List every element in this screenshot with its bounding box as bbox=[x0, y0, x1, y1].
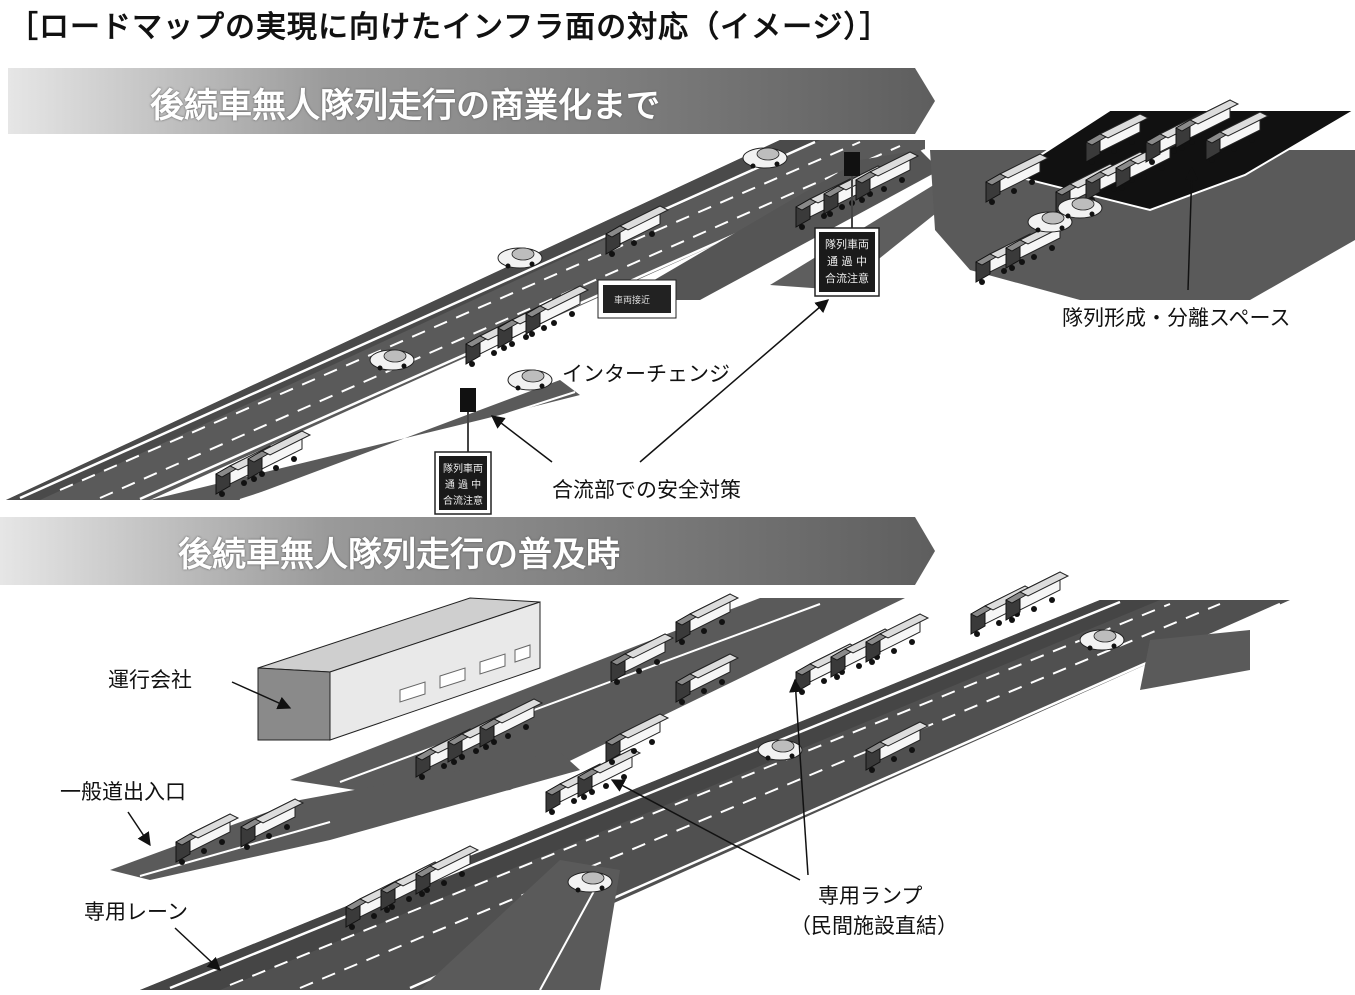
merge-sign-lower bbox=[434, 451, 492, 515]
arrow-ramp-2 bbox=[610, 779, 801, 881]
arrow-operator bbox=[231, 681, 292, 710]
vms-sign-text: 車両接近 bbox=[614, 294, 650, 306]
top-banner: 後続車無人隊列走行の商業化まで bbox=[150, 68, 660, 136]
page-title: ［ロードマップの実現に向けたインフラ面の対応（イメージ）］ bbox=[8, 10, 891, 45]
merge-sign-upper bbox=[814, 227, 880, 297]
bottom-banner: 後続車無人隊列走行の普及時 bbox=[178, 517, 620, 585]
label-dedicated-ramp-2: （民間施設直結） bbox=[790, 914, 958, 938]
merge-sign-upper-line1: 隊列車両 bbox=[825, 237, 869, 251]
label-operator: 運行会社 bbox=[108, 668, 192, 692]
merge-sign-lower-line2: 通 過 中 bbox=[445, 478, 481, 491]
car bbox=[507, 369, 553, 391]
car bbox=[1079, 629, 1125, 651]
signal-post-lower bbox=[460, 388, 476, 455]
car bbox=[757, 739, 803, 761]
top-banner-shape bbox=[8, 68, 935, 134]
car bbox=[567, 871, 613, 893]
arrow-dedicated-lane bbox=[174, 927, 221, 971]
label-general-road: 一般道出入口 bbox=[60, 780, 186, 804]
merge-sign-upper-line2: 通 過 中 bbox=[827, 255, 867, 268]
operator-building bbox=[257, 597, 541, 741]
arrow-merge-lower bbox=[490, 415, 553, 463]
arrow-general-road bbox=[127, 811, 151, 847]
arrow-merge-upper bbox=[639, 299, 830, 463]
car bbox=[497, 247, 543, 269]
arrow-formation bbox=[1184, 166, 1199, 291]
signal-post-upper bbox=[844, 152, 860, 230]
merge-sign-upper-line3: 合流注意 bbox=[825, 271, 869, 285]
merge-sign-lower-line3: 合流注意 bbox=[443, 494, 483, 507]
label-formation-space: 隊列形成・分離スペース bbox=[1062, 306, 1291, 330]
top-banner-text: 後続車無人隊列走行の商業化まで bbox=[150, 85, 660, 126]
label-dedicated-ramp-1: 専用ランプ bbox=[818, 884, 923, 908]
arrow-ramp-1 bbox=[789, 678, 809, 876]
car bbox=[369, 349, 415, 371]
bottom-roads bbox=[110, 598, 1290, 991]
bottom-banner-text: 後続車無人隊列走行の普及時 bbox=[178, 534, 620, 575]
label-merge-safety: 合流部での安全対策 bbox=[552, 478, 741, 502]
label-interchange: インターチェンジ bbox=[562, 362, 730, 386]
label-dedicated-lane: 専用レーン bbox=[84, 900, 188, 924]
vms-sign bbox=[597, 279, 677, 319]
merge-sign-lower-line1: 隊列車両 bbox=[443, 462, 483, 475]
car bbox=[1057, 197, 1103, 219]
car bbox=[742, 147, 788, 169]
bottom-banner-shape bbox=[0, 517, 935, 585]
